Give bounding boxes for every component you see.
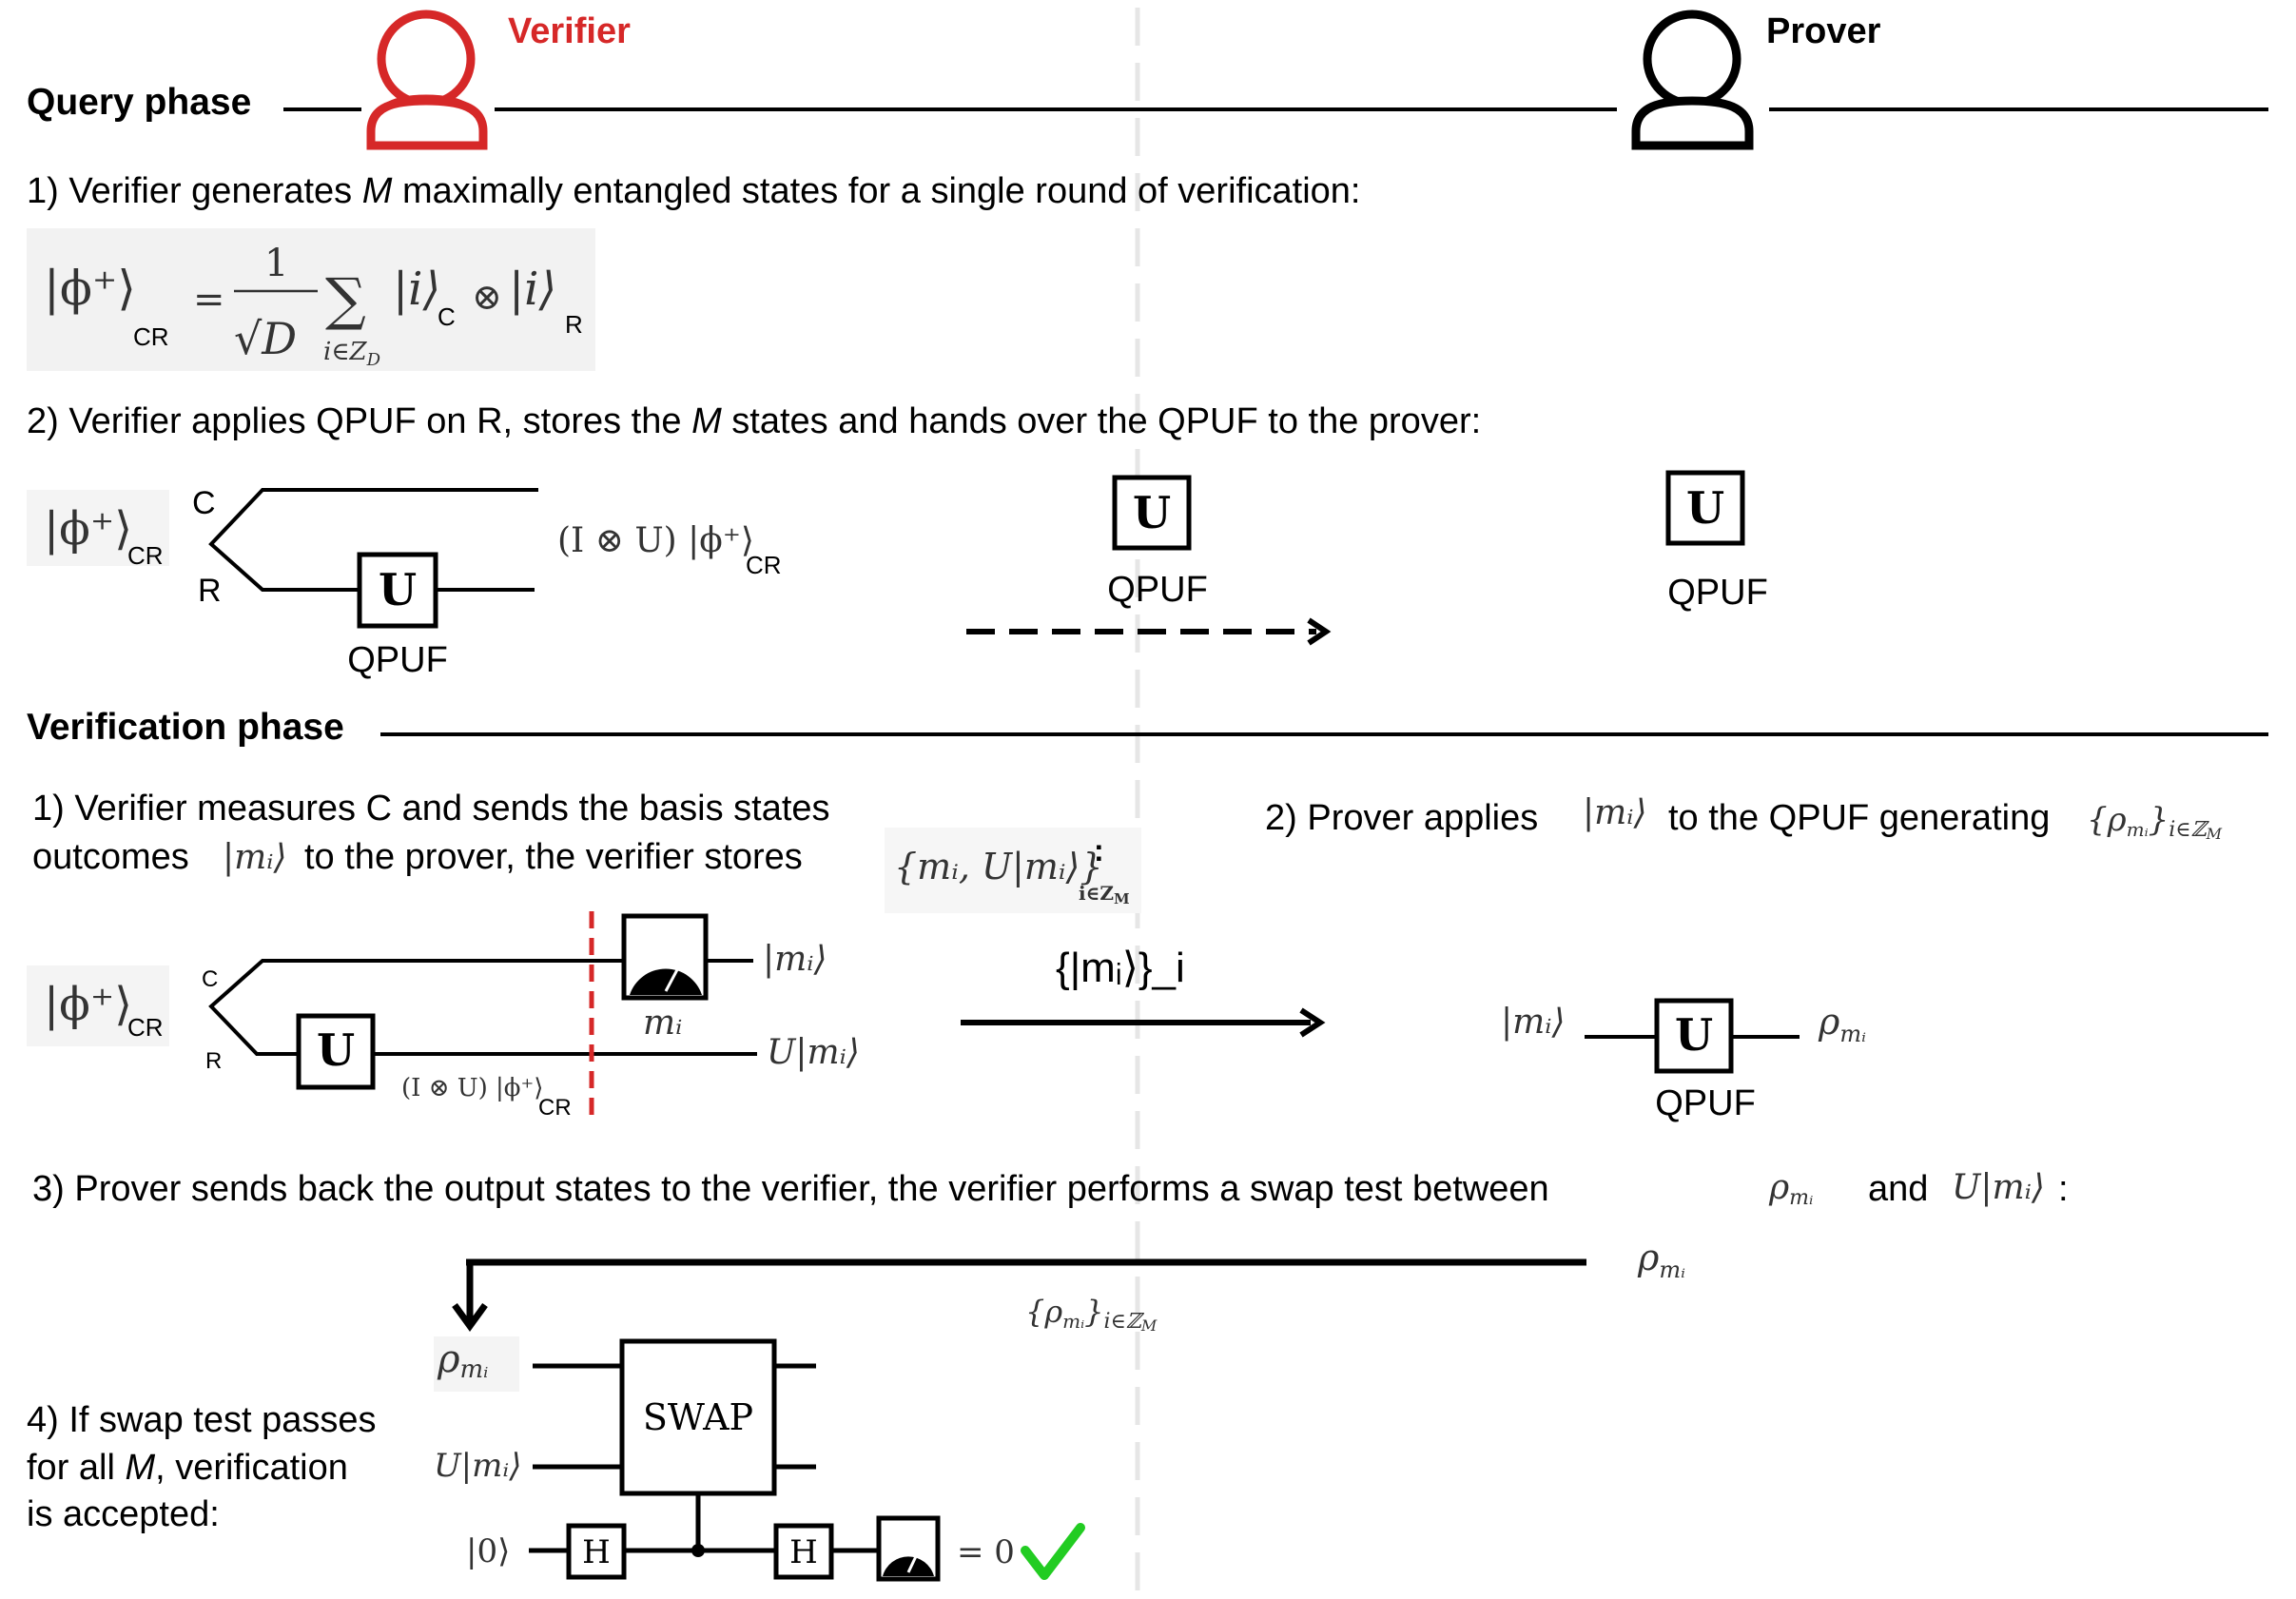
svg-text:U: U	[317, 1024, 355, 1076]
check-icon	[1021, 1523, 1085, 1580]
svg-text:CR: CR	[133, 322, 169, 351]
svg-text:to the QPUF generating: to the QPUF generating	[1668, 798, 2050, 838]
meter-icon	[621, 913, 709, 1001]
svg-text:QPUF: QPUF	[1107, 570, 1208, 610]
svg-text:U: U	[1686, 482, 1724, 534]
swap-meter-icon	[876, 1515, 941, 1582]
send-basis-label: {|mᵢ⟩}_i	[1056, 945, 1185, 991]
query-output-state: (I ⊗ U) |ϕ⁺⟩	[557, 521, 754, 560]
svg-text:U: U	[1675, 1009, 1713, 1061]
query-qpuf-label: QPUF	[347, 640, 448, 680]
svg-text:SWAP: SWAP	[643, 1396, 753, 1438]
svg-text:i∈ZM: i∈ZM	[1079, 882, 1130, 907]
verification-step3-text: 3) Prover sends back the output states t…	[32, 1169, 1549, 1209]
svg-text:CR: CR	[538, 1095, 572, 1121]
query-circuit: |ϕ⁺⟩ CR C R U QPUF (I ⊗ U) |ϕ⁺⟩ CR	[27, 485, 782, 680]
query-wire-c-label: C	[192, 485, 216, 521]
output-u-mi: U|mᵢ⟩	[767, 1033, 860, 1072]
svg-text:H: H	[789, 1533, 818, 1571]
formula-background	[27, 228, 595, 371]
swap-test-circuit: ρmᵢ U|mᵢ⟩ |0⟩ SWAP H H = 0	[434, 1336, 1085, 1582]
svg-text:U|mᵢ⟩: U|mᵢ⟩	[434, 1447, 521, 1485]
svg-text:CR: CR	[127, 541, 164, 570]
query-circuit-state: |ϕ⁺⟩	[44, 502, 132, 556]
svg-text:ρmᵢ: ρmᵢ	[1818, 1001, 1866, 1047]
svg-text:R: R	[205, 1048, 222, 1074]
svg-text:∑: ∑	[325, 266, 366, 333]
bell-state-formula: |ϕ⁺⟩ CR = 1 √D ∑ i∈ZD |i⟩ C ⊗ |i⟩ R	[44, 242, 583, 370]
svg-text:ρmᵢ: ρmᵢ	[1768, 1168, 1813, 1210]
verification-step1-line1: 1) Verifier measures C and sends the bas…	[32, 789, 830, 829]
prover-qpuf: U QPUF	[1665, 470, 1768, 613]
hadamard-gate-2	[773, 1523, 834, 1580]
svg-text::: :	[2058, 1169, 2069, 1209]
svg-text:|i⟩: |i⟩	[393, 263, 440, 316]
svg-text:C: C	[438, 302, 456, 331]
svg-text:1: 1	[264, 242, 288, 285]
svg-text:U|mᵢ⟩: U|mᵢ⟩	[1952, 1168, 2045, 1207]
prover-body-icon	[1631, 96, 1754, 150]
svg-text:mᵢ: mᵢ	[643, 1004, 682, 1043]
query-phase-title: Query phase	[27, 82, 251, 123]
verification-step4-line3: is accepted:	[27, 1494, 220, 1534]
svg-text:CR: CR	[127, 1013, 164, 1042]
svg-text:QPUF: QPUF	[1655, 1083, 1756, 1123]
verification-u-gate	[296, 1013, 376, 1090]
verifier-body-outline	[366, 96, 488, 150]
prover-head-icon	[1643, 10, 1741, 108]
verification-circuit: |ϕ⁺⟩ CR C R U mᵢ |mᵢ⟩ U|mᵢ⟩ (I ⊗ U) |ϕ⁺⟩…	[27, 911, 860, 1121]
svg-text:|i⟩: |i⟩	[509, 263, 556, 316]
prover-application-circuit: |mᵢ⟩ U ρmᵢ QPUF	[1501, 998, 1866, 1123]
query-wire-r-label: R	[198, 573, 222, 609]
verifier-label: Verifier	[508, 11, 631, 51]
query-step2-text: 2) Verifier applies QPUF on R, stores th…	[27, 401, 1481, 441]
prover-output-set: {ρmᵢ}i∈ℤM	[2087, 801, 2223, 843]
verification-step1-ket: |mᵢ⟩	[223, 838, 287, 877]
return-rho-label: ρmᵢ	[1637, 1237, 1685, 1283]
hadamard-gate-1	[566, 1523, 627, 1580]
verification-step1-line2: outcomes	[32, 837, 189, 877]
svg-text:i∈ZD: i∈ZD	[323, 338, 381, 370]
query-u-gate	[357, 552, 438, 629]
svg-text:√D: √D	[234, 313, 297, 364]
svg-text:|0⟩: |0⟩	[466, 1532, 510, 1570]
prover-label: Prover	[1766, 11, 1881, 51]
verifier-stored-set: {mᵢ, U|mᵢ⟩}	[894, 846, 1103, 887]
svg-text:= 0: = 0	[957, 1533, 1015, 1571]
svg-text:H: H	[582, 1533, 611, 1571]
svg-text:=: =	[193, 278, 225, 322]
svg-text:U: U	[379, 564, 417, 615]
svg-text:R: R	[565, 310, 583, 339]
verification-step2-ket: |mᵢ⟩	[1583, 793, 1647, 832]
svg-text:and: and	[1868, 1169, 1928, 1209]
verification-circuit-state: |ϕ⁺⟩	[44, 978, 132, 1031]
svg-text::: :	[1094, 833, 1104, 868]
return-states-arrow	[452, 1258, 1586, 1332]
svg-text:ρmᵢ: ρmᵢ	[437, 1337, 488, 1384]
svg-text:U: U	[1133, 487, 1171, 538]
verification-step4-line1: 4) If swap test passes	[27, 1400, 377, 1440]
svg-text:CR: CR	[746, 551, 782, 579]
svg-text:C: C	[202, 966, 218, 992]
output-ket-mi: |mᵢ⟩	[763, 940, 827, 979]
verification-phase-title: Verification phase	[27, 707, 344, 748]
verification-step2-text: 2) Prover applies	[1265, 798, 1538, 838]
svg-text:|mᵢ⟩: |mᵢ⟩	[1501, 1003, 1566, 1042]
svg-text:|ϕ⁺⟩: |ϕ⁺⟩	[44, 261, 136, 316]
svg-text:⊗: ⊗	[472, 276, 502, 318]
swap-gate	[619, 1338, 777, 1496]
verification-step1-line2b: to the prover, the verifier stores	[304, 837, 803, 877]
svg-text:QPUF: QPUF	[1667, 573, 1768, 613]
query-step1-text: 1) Verifier generates M maximally entang…	[27, 171, 1360, 211]
return-set-label: {ρmᵢ}i∈ℤM	[1025, 1294, 1158, 1335]
verification-step4-line2: for all M, verification	[27, 1448, 348, 1488]
svg-text:(I ⊗ U) |ϕ⁺⟩: (I ⊗ U) |ϕ⁺⟩	[401, 1074, 543, 1102]
qpuf-in-transit: U QPUF	[1107, 475, 1208, 610]
